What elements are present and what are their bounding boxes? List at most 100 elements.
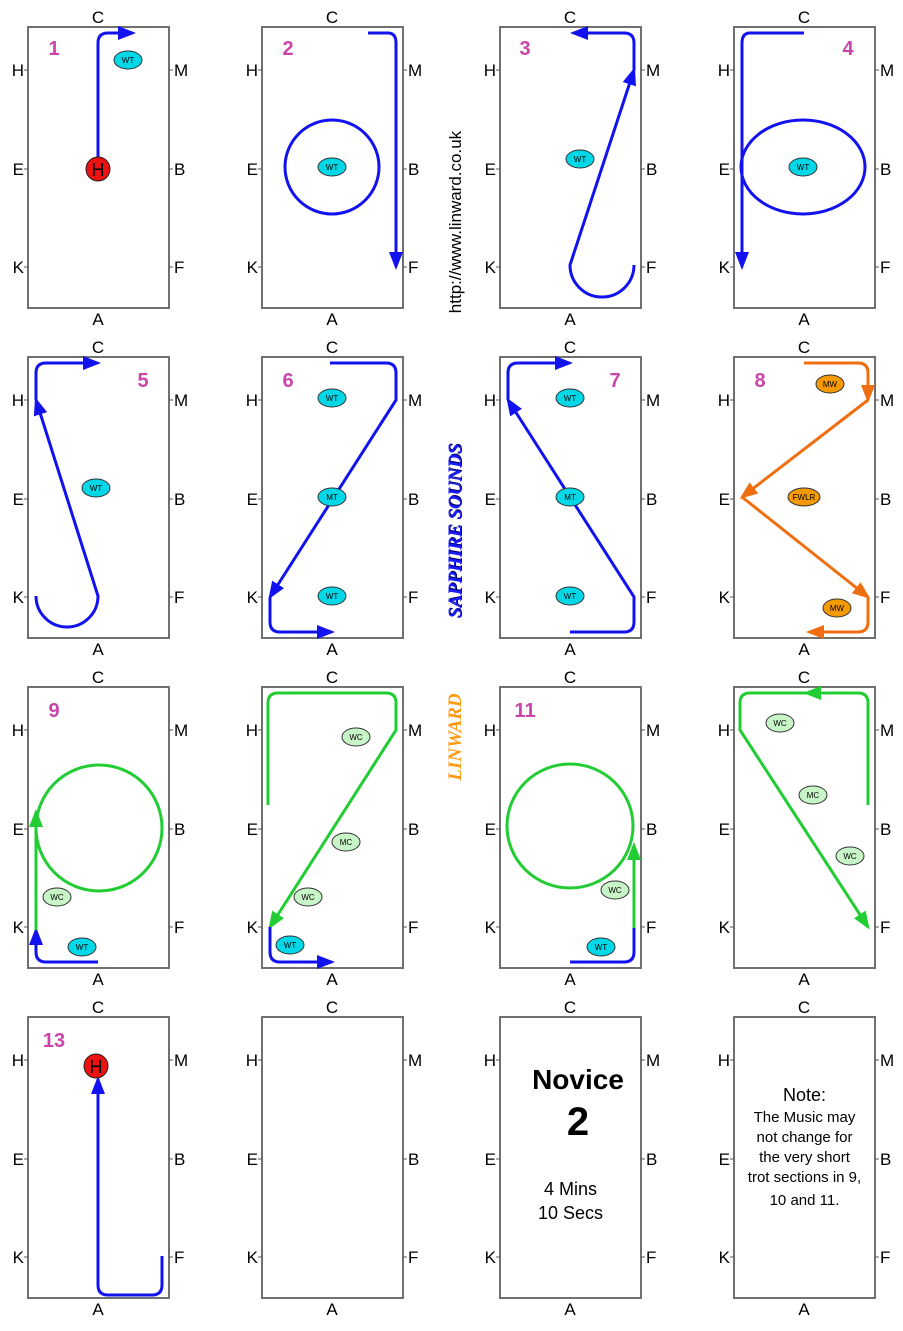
trot-path bbox=[29, 927, 98, 964]
gait-label: WT bbox=[90, 484, 103, 493]
gait-oval bbox=[317, 157, 347, 177]
letter-b: B bbox=[646, 820, 657, 839]
letter-k: K bbox=[485, 1248, 497, 1267]
canter-path bbox=[738, 691, 870, 930]
letter-e: E bbox=[719, 1150, 730, 1169]
note-line: the very short bbox=[759, 1149, 850, 1166]
letter-k: K bbox=[13, 918, 25, 937]
letter-a: A bbox=[564, 310, 576, 329]
letter-k: K bbox=[485, 258, 497, 277]
letter-f: F bbox=[174, 1248, 184, 1267]
letter-b: B bbox=[408, 1150, 419, 1169]
trot-path bbox=[506, 356, 573, 400]
letter-h: H bbox=[12, 61, 24, 80]
letter-h: H bbox=[246, 391, 258, 410]
letter-c: C bbox=[326, 338, 338, 357]
letter-k: K bbox=[247, 588, 259, 607]
panel-number: 3 bbox=[519, 38, 530, 60]
halt-marker bbox=[85, 156, 111, 182]
letter-e: E bbox=[13, 1150, 24, 1169]
walk-path bbox=[741, 495, 871, 599]
letter-e: E bbox=[485, 160, 496, 179]
letter-h: H bbox=[484, 721, 496, 740]
arena-border bbox=[261, 1016, 404, 1299]
letter-a: A bbox=[798, 310, 810, 329]
letter-f: F bbox=[174, 588, 184, 607]
letter-b: B bbox=[880, 490, 891, 509]
letter-k: K bbox=[13, 1248, 25, 1267]
letter-m: M bbox=[880, 721, 894, 740]
panel-number: 2 bbox=[282, 38, 293, 60]
trot-path bbox=[268, 927, 335, 969]
letter-e: E bbox=[247, 160, 258, 179]
letter-e: E bbox=[13, 490, 24, 509]
letter-h: H bbox=[12, 391, 24, 410]
letter-m: M bbox=[408, 1051, 422, 1070]
gait-label: WT bbox=[326, 394, 339, 403]
letter-f: F bbox=[408, 1248, 418, 1267]
letter-m: M bbox=[174, 721, 188, 740]
letter-a: A bbox=[798, 1300, 810, 1319]
letter-h: H bbox=[484, 391, 496, 410]
letter-m: M bbox=[880, 61, 894, 80]
gait-oval bbox=[555, 586, 585, 606]
gait-label: WT bbox=[326, 592, 339, 601]
test-number: 2 bbox=[566, 1100, 590, 1144]
letter-m: M bbox=[174, 391, 188, 410]
panel-number: 6 bbox=[282, 370, 293, 392]
gait-label: WC bbox=[301, 893, 315, 902]
gait-label: MC bbox=[340, 838, 353, 847]
letter-c: C bbox=[564, 998, 576, 1017]
arena-border bbox=[499, 1016, 642, 1299]
letter-e: E bbox=[485, 490, 496, 509]
trot-path bbox=[96, 26, 136, 157]
circle-figure bbox=[505, 762, 635, 890]
letter-c: C bbox=[798, 338, 810, 357]
letter-k: K bbox=[247, 918, 259, 937]
letter-f: F bbox=[174, 918, 184, 937]
gait-oval bbox=[293, 887, 323, 907]
circle-figure bbox=[283, 118, 381, 216]
letter-b: B bbox=[408, 820, 419, 839]
letter-b: B bbox=[880, 160, 891, 179]
letter-b: B bbox=[880, 1150, 891, 1169]
letter-h: H bbox=[12, 1051, 24, 1070]
gait-oval bbox=[275, 935, 305, 955]
letter-h: H bbox=[718, 721, 730, 740]
letter-m: M bbox=[880, 391, 894, 410]
letter-f: F bbox=[880, 918, 890, 937]
gait-label: WT bbox=[76, 943, 89, 952]
letter-k: K bbox=[13, 258, 25, 277]
letter-f: F bbox=[646, 258, 656, 277]
letter-e: E bbox=[485, 1150, 496, 1169]
letter-a: A bbox=[326, 970, 338, 989]
letter-a: A bbox=[92, 310, 104, 329]
gait-oval bbox=[586, 937, 616, 957]
gait-label: WT bbox=[595, 943, 608, 952]
letter-m: M bbox=[646, 61, 660, 80]
test-duration-mins: 4 Mins bbox=[543, 1179, 597, 1199]
panel-number: 5 bbox=[137, 370, 148, 392]
panel-number: 11 bbox=[514, 700, 535, 722]
letter-a: A bbox=[326, 310, 338, 329]
letter-m: M bbox=[646, 391, 660, 410]
letter-k: K bbox=[247, 258, 259, 277]
letter-c: C bbox=[326, 668, 338, 687]
halt-marker bbox=[83, 1053, 109, 1079]
gait-oval bbox=[822, 598, 852, 618]
linward-logo: LINWARD bbox=[445, 693, 466, 781]
letter-f: F bbox=[880, 588, 890, 607]
trot-path bbox=[570, 26, 636, 70]
arena-border bbox=[499, 686, 642, 969]
gait-oval bbox=[341, 727, 371, 747]
panel-number: 4 bbox=[842, 38, 854, 60]
